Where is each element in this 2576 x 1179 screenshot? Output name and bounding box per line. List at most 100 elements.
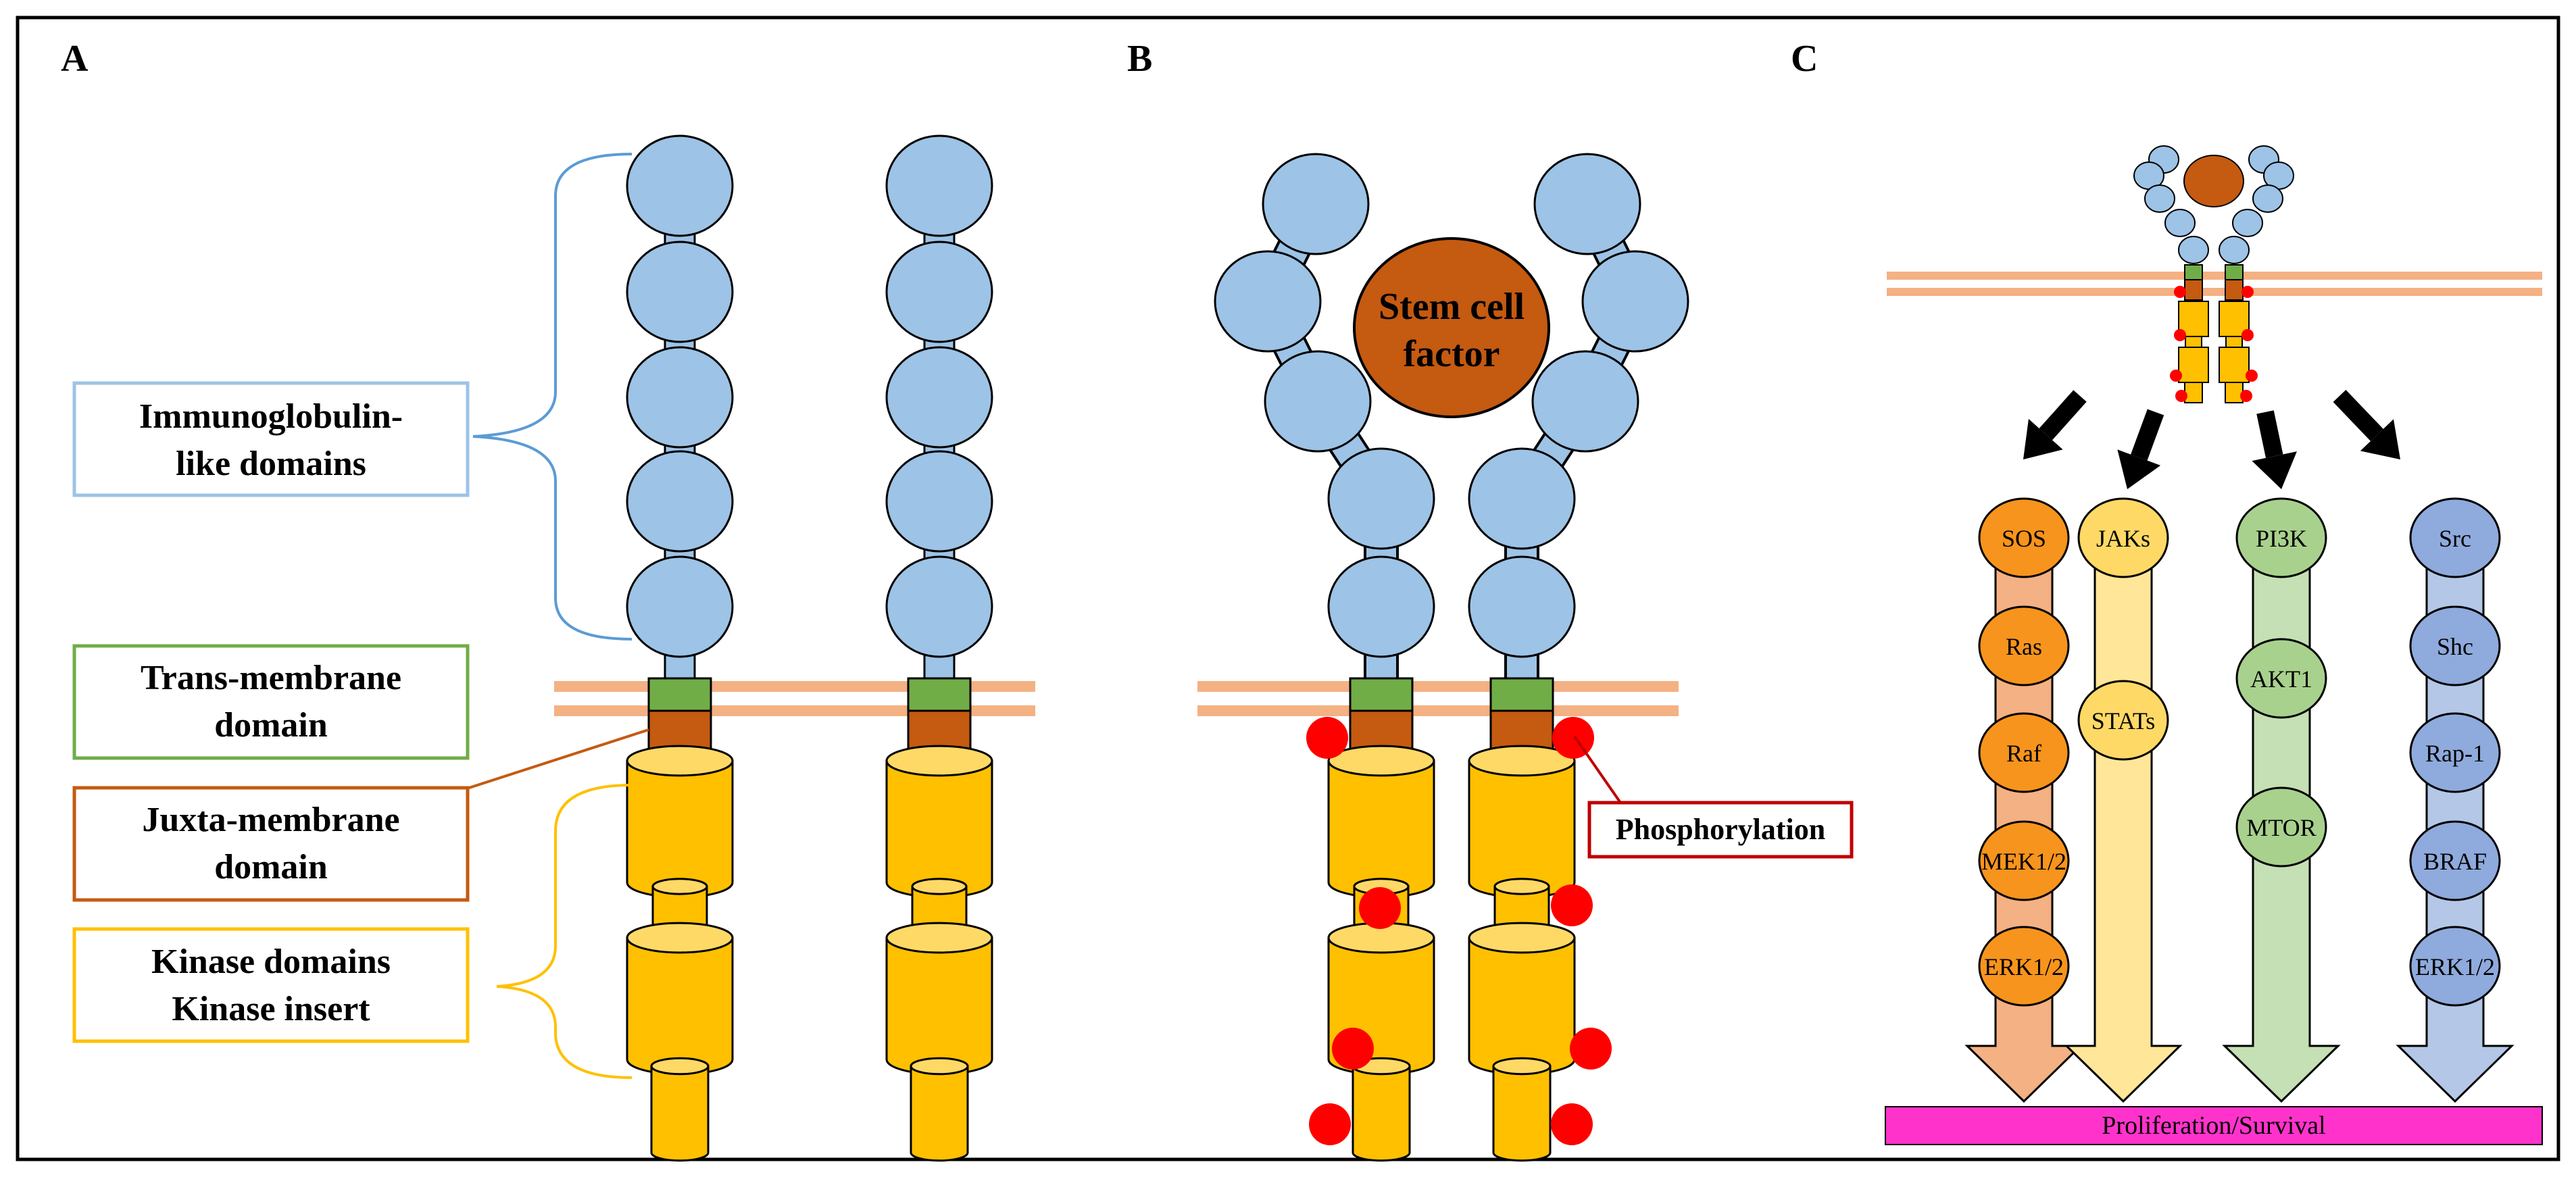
node-shc — [2409, 605, 2501, 686]
node-ras — [1978, 605, 2070, 686]
mini-phospho-5 — [2170, 370, 2182, 382]
mini-ig-right-4 — [2232, 209, 2263, 237]
ig-domain-5 — [1468, 555, 1576, 658]
ig-domain-2 — [885, 241, 993, 343]
ligand-label-line1: Stem cell — [1379, 286, 1525, 328]
mini-activated-receptor — [2133, 145, 2294, 403]
arrow-to-jaks-head — [2117, 449, 2161, 489]
kinase-label-line1: Kinase domains — [151, 943, 391, 981]
c-terminal-tail — [1352, 1065, 1411, 1162]
kinase-domain-1-top — [626, 745, 734, 777]
mini-phospho-1 — [2174, 286, 2186, 298]
node-label-ras: Ras — [2006, 633, 2042, 660]
mini-ig-right-3 — [2252, 184, 2283, 213]
mini-ig-left-4 — [2164, 209, 2196, 237]
ig-domain-4 — [885, 450, 993, 553]
node-akt1 — [2235, 638, 2327, 719]
transmembrane-segment — [1489, 677, 1554, 712]
c-terminal-tail — [910, 1065, 969, 1162]
kinase-domain-1-top — [1327, 745, 1435, 777]
ig-label-line2: like domains — [176, 445, 366, 483]
panel-a: Immunoglobulin- like domains Trans-membr… — [72, 134, 1035, 1162]
node-label-stats: STATs — [2091, 707, 2156, 734]
c-terminal-tail-top — [1492, 1057, 1552, 1076]
node-mek1-2 — [1978, 820, 2070, 901]
panel-b: Stem cell factor Phosphorylation — [1197, 153, 1854, 1162]
ig-domain-4 — [1468, 447, 1576, 550]
kinase-domain-1-top — [1468, 745, 1576, 777]
jm-label-box: Juxta-membrane domain — [72, 786, 470, 902]
jm-label-line1: Juxta-membrane — [142, 801, 399, 839]
mini-phospho-8 — [2240, 390, 2252, 402]
ligand-label-line2: factor — [1403, 333, 1500, 375]
ig-label-line1: Immunoglobulin- — [139, 397, 403, 436]
kinase-domain-2 — [626, 936, 734, 1076]
membrane-b — [1197, 681, 1679, 716]
mini-kinase2-2 — [2219, 347, 2250, 383]
ig-domain-2 — [1214, 250, 1322, 353]
arrow-to-sos-head — [2023, 419, 2063, 459]
ig-brace — [472, 153, 633, 641]
phospho-dot-6 — [1570, 1028, 1612, 1070]
mini-ligand — [2183, 155, 2244, 207]
node-pi3k — [2235, 497, 2327, 578]
phospho-dot-7 — [1309, 1103, 1351, 1145]
kinase-linker-top — [1493, 878, 1550, 895]
kinase-linker-top — [911, 878, 968, 895]
mini-kinase2-1 — [2178, 347, 2209, 383]
transmembrane-segment — [1349, 677, 1414, 712]
ig-domain-1 — [1262, 153, 1370, 255]
panel-a-letter: A — [61, 38, 89, 80]
ig-domain-3 — [1264, 350, 1372, 453]
kinase-domain-2 — [1468, 936, 1576, 1076]
arrow-to-src-head — [2360, 419, 2400, 459]
mini-phospho-4 — [2241, 329, 2254, 341]
ig-domain-4 — [626, 450, 734, 553]
stem-cell-factor-ligand: Stem cell factor — [1353, 237, 1550, 418]
panel-c-letter: C — [1791, 38, 1818, 80]
tm-label-line2: domain — [214, 706, 328, 745]
panel-b-letter: B — [1127, 38, 1152, 80]
node-label-mtor: MTOR — [2246, 814, 2316, 841]
node-label-rap-1: Rap-1 — [2425, 740, 2485, 767]
jak-stat-pathway-arrow — [2064, 532, 2183, 1103]
c-terminal-tail — [1492, 1065, 1552, 1162]
dimer-receptor-right — [1468, 153, 1689, 1162]
panel-c: SOSRasRafMEK1/2ERK1/2JAKsSTATsPI3KAKT1MT… — [1885, 145, 2543, 1145]
kinase-domain-1 — [626, 759, 734, 899]
node-label-erk1-2: ERK1/2 — [1984, 953, 2064, 980]
ig-domain-1 — [1533, 153, 1641, 255]
outcome-bar: Proliferation/Survival — [1885, 1106, 2543, 1145]
jm-connector — [464, 728, 649, 791]
node-label-braf: BRAF — [2423, 848, 2487, 875]
kinase-label-line2: Kinase insert — [172, 990, 370, 1028]
node-rap-1 — [2409, 712, 2501, 793]
kinase-linker-top — [651, 878, 708, 895]
node-label-src: Src — [2439, 525, 2471, 552]
node-mtor — [2235, 786, 2327, 868]
ig-domain-3 — [1531, 350, 1639, 453]
phospho-dot-3 — [1359, 887, 1401, 929]
c-terminal-tail-top — [910, 1057, 969, 1076]
ig-domain-5 — [626, 555, 734, 658]
c-terminal-tail — [650, 1065, 710, 1162]
mini-linker-1 — [2185, 336, 2202, 348]
transmembrane-segment — [907, 677, 972, 712]
receptor-monomer-2 — [885, 134, 993, 1162]
outcome-label: Proliferation/Survival — [2102, 1111, 2325, 1140]
mini-tail-2 — [2225, 382, 2244, 403]
tm-label-box: Trans-membrane domain — [72, 644, 470, 760]
mini-phospho-3 — [2174, 329, 2186, 341]
kinase-domain-2-top — [885, 922, 993, 954]
ig-domain-3 — [626, 346, 734, 449]
mini-ig-left-3 — [2144, 184, 2175, 213]
mini-tm-1 — [2184, 264, 2203, 280]
ig-domain-2 — [626, 241, 734, 343]
ig-domain-4 — [1327, 447, 1435, 550]
ig-domain-5 — [1327, 555, 1435, 658]
node-label-akt1: AKT1 — [2250, 666, 2312, 693]
